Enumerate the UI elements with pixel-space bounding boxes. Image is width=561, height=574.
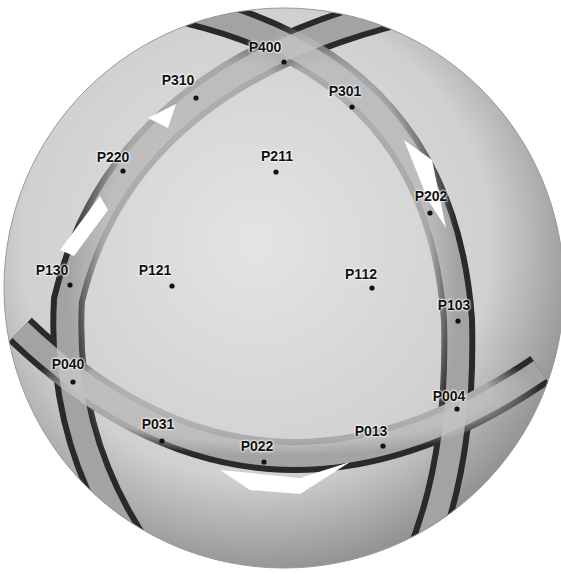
control-point-dot bbox=[454, 406, 459, 411]
band-face bbox=[190, 10, 458, 560]
control-point-dot bbox=[261, 459, 266, 464]
point-label: P211 bbox=[261, 149, 293, 163]
sphere-rim bbox=[4, 8, 561, 568]
control-point-dot bbox=[193, 95, 198, 100]
control-point-dot bbox=[120, 168, 125, 173]
point-label: P112 bbox=[345, 267, 377, 281]
band bbox=[190, 10, 458, 560]
point-label: P022 bbox=[241, 439, 274, 453]
point-label: P121 bbox=[139, 263, 172, 277]
control-point-dot bbox=[455, 318, 460, 323]
point-label: P013 bbox=[355, 424, 388, 438]
gap bbox=[148, 104, 176, 128]
bands bbox=[20, 10, 540, 560]
point-label: P310 bbox=[162, 73, 195, 87]
gap bbox=[60, 196, 108, 256]
control-point-dot bbox=[169, 283, 174, 288]
point-label: P130 bbox=[36, 263, 69, 277]
control-point-dot bbox=[67, 282, 72, 287]
control-point-dot bbox=[159, 438, 164, 443]
point-label: P400 bbox=[249, 40, 282, 54]
point-label: P220 bbox=[97, 150, 130, 164]
control-point-dot bbox=[70, 379, 75, 384]
band-face bbox=[67, 10, 400, 555]
control-point-dot bbox=[427, 210, 432, 215]
gap bbox=[220, 462, 350, 494]
control-point-dot bbox=[349, 104, 354, 109]
point-label: P004 bbox=[433, 389, 466, 403]
band bbox=[67, 10, 400, 555]
point-label: P202 bbox=[415, 189, 448, 203]
control-point-dot bbox=[369, 285, 374, 290]
control-point-dot bbox=[281, 59, 286, 64]
control-point-dot bbox=[380, 443, 385, 448]
band-face bbox=[20, 330, 540, 456]
point-label: P301 bbox=[329, 84, 362, 98]
point-label: P040 bbox=[52, 357, 85, 371]
point-label: P103 bbox=[438, 298, 471, 312]
control-point-dot bbox=[273, 169, 278, 174]
gap bbox=[404, 140, 446, 228]
sphere bbox=[4, 8, 561, 568]
control-points bbox=[67, 59, 460, 464]
point-label: P031 bbox=[142, 417, 175, 431]
